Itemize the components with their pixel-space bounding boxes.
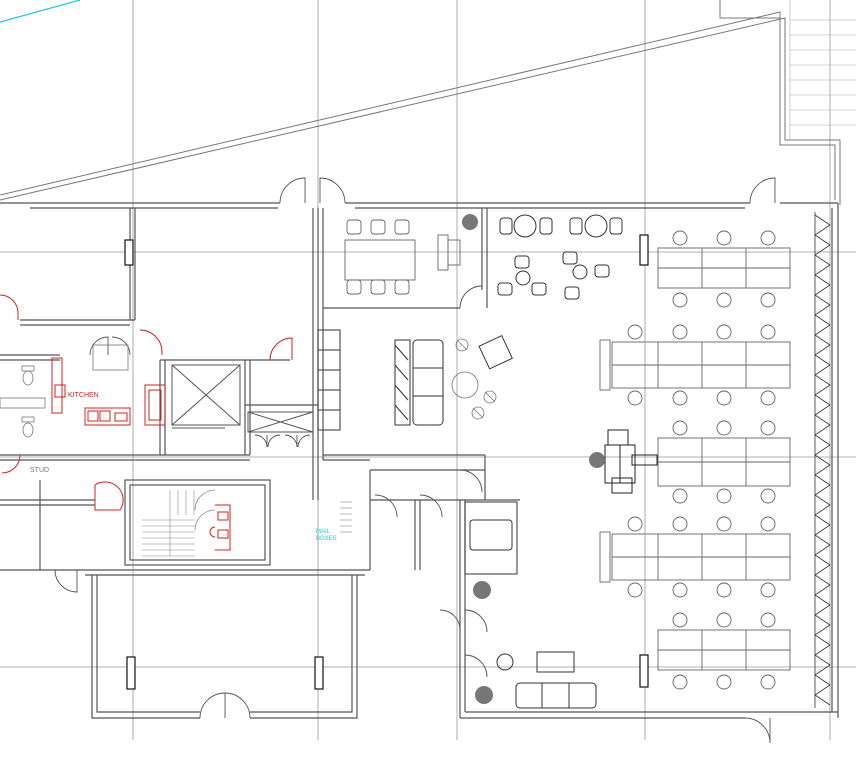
mail-label-line1: MAIL <box>316 529 331 535</box>
building-walls <box>0 202 839 719</box>
reception-furniture <box>464 501 597 709</box>
restroom-fixtures <box>0 344 129 438</box>
central-column-seating <box>604 429 658 494</box>
lounge-side-tables <box>451 338 497 420</box>
red-fixtures <box>0 294 293 551</box>
east-windows <box>814 212 831 708</box>
kitchen-label: KITCHEN <box>68 392 99 399</box>
grid-lines <box>0 0 856 740</box>
task-chairs <box>627 230 776 690</box>
stair-curves <box>194 489 216 531</box>
workstation-desks <box>599 247 791 671</box>
cafe-tables <box>497 214 623 300</box>
structural-columns <box>124 234 649 690</box>
lounge-seating <box>317 329 513 431</box>
stair-treads <box>142 490 352 557</box>
mail-label-line2: BOXES <box>316 536 337 542</box>
conference-table <box>344 219 461 295</box>
stud-label: STUD <box>30 467 49 474</box>
plants <box>462 214 605 704</box>
door-swings <box>54 177 776 744</box>
roof-outline <box>0 0 841 205</box>
cyan-reference-line <box>0 0 81 23</box>
elevator-shafts <box>171 364 314 433</box>
stair-hatch-top-right <box>789 0 856 140</box>
